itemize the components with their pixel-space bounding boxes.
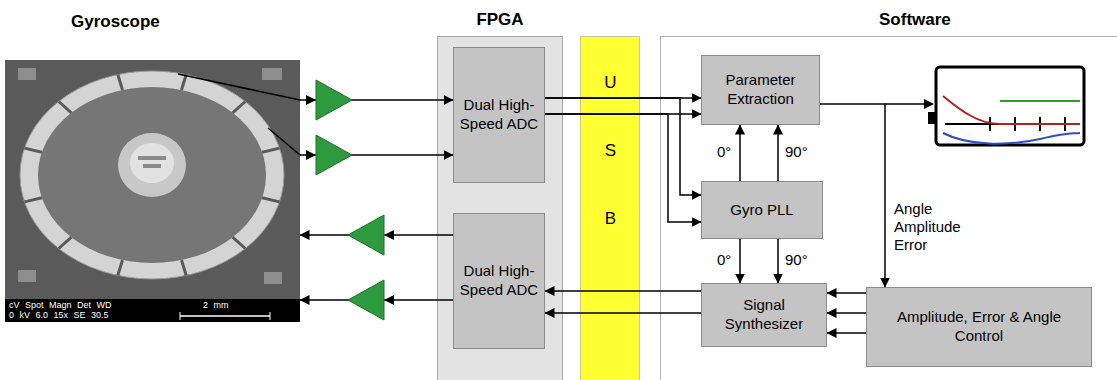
electrode-gaps-part [118, 75, 123, 91]
gyroscope-image: Gyroscope [5, 60, 300, 322]
process-box: Gyro PLL [701, 181, 823, 239]
signal-arrow [545, 312, 701, 314]
sense-lead [268, 128, 300, 155]
control-box: Amplitude, Error & Angle Control [866, 287, 1092, 367]
box-text: Gyro PLL [730, 201, 793, 220]
sem-info-text: 0 kV 6.0 15x SE 30.5 [9, 310, 109, 320]
process-box: Signal Synthesizer [701, 283, 827, 347]
signal-arrow [827, 312, 866, 314]
box-text: Parameter Extraction [706, 71, 815, 109]
signal-arrow [739, 125, 741, 181]
bus-label: U S B [602, 49, 619, 253]
electrode-gaps-part [59, 102, 72, 113]
box-text: Amplitude, Error & Angle Control [871, 308, 1087, 346]
input-arrowhead [306, 95, 316, 105]
section-heading: Software [879, 10, 951, 30]
electrode-gaps [25, 75, 280, 276]
signal-arrow [545, 290, 701, 292]
edge-label: 90° [784, 251, 809, 269]
signal-arrow [739, 239, 741, 283]
electrode-gaps-part [182, 75, 187, 91]
electrode-gaps-part [233, 102, 246, 113]
center-anchor-top [130, 143, 174, 183]
plot-red-trace [943, 96, 1080, 124]
section-heading: Gyroscope [71, 12, 160, 32]
signal-arrow [777, 125, 779, 181]
bond-pad [262, 68, 282, 80]
electrode-gaps-part [262, 148, 279, 152]
electrode-gaps-part [25, 198, 42, 202]
electrode-gaps-part [233, 237, 246, 248]
electrode-ring [20, 71, 284, 279]
signal-arrow [827, 332, 866, 334]
bond-pad [264, 272, 282, 284]
amplifier-symbol [316, 80, 352, 120]
edge-label: 0° [716, 251, 732, 269]
scale-bar [180, 315, 270, 317]
chip-marking [138, 156, 166, 160]
bond-pad [18, 270, 36, 282]
box-text: Dual High-Speed ADC [458, 96, 540, 134]
adc-box: Dual High-Speed ADC [453, 47, 545, 183]
center-anchor [118, 133, 186, 197]
sem-info-text: cV Spot Magn Det WD [9, 300, 112, 310]
electrode-gaps-part [59, 237, 72, 248]
input-arrowhead [384, 230, 394, 240]
plot-blue-trace [943, 133, 1080, 144]
electrode-gaps-part [262, 198, 279, 202]
sem-info-bar [5, 299, 300, 322]
photo-ground [5, 60, 300, 322]
electrode-gaps-part [182, 260, 187, 276]
amplifier-symbol [348, 280, 384, 320]
signal-arrow [827, 292, 866, 294]
electrode-gaps-part [25, 148, 42, 152]
input-arrowhead [306, 150, 316, 160]
edge-label: 90° [784, 143, 809, 161]
section-heading: FPGA [438, 10, 562, 30]
edge-label: Angle Amplitude Error [893, 200, 980, 254]
scale-bar-tick [180, 312, 181, 320]
signal-arrow [777, 239, 779, 283]
amplifier-symbol [316, 135, 352, 175]
box-text: Dual High-Speed ADC [458, 262, 540, 300]
resonator-disc [38, 87, 266, 263]
scale-bar-tick [270, 312, 271, 320]
fpga-panel: FPGADual High-Speed ADCDual High-Speed A… [437, 36, 563, 380]
chip-marking [143, 164, 161, 168]
plot-feed-line [885, 103, 926, 105]
amplifier-symbol [348, 215, 384, 255]
sem-info-text: 2 mm [203, 300, 229, 310]
usb-band: U S B [580, 36, 640, 380]
process-box: Parameter Extraction [701, 55, 820, 125]
sense-lead [178, 74, 300, 100]
input-arrowhead [384, 295, 394, 305]
electrode-gaps-part [118, 260, 123, 276]
plot-frame [936, 67, 1084, 145]
plot-green-trace [1000, 100, 1080, 102]
edge-label: 0° [716, 143, 732, 161]
box-text: Signal Synthesizer [706, 296, 822, 334]
adc-box: Dual High-Speed ADC [453, 213, 545, 349]
bond-pad [18, 68, 36, 80]
